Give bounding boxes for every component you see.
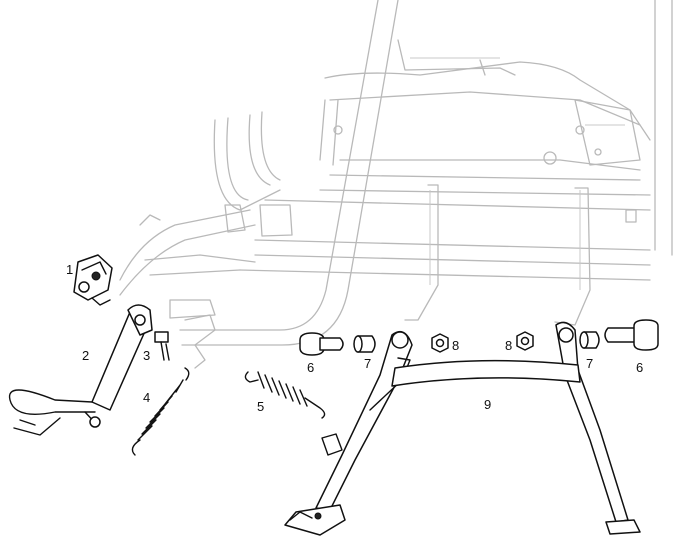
callout-3: 3 [143, 348, 150, 363]
part-3-bolt [154, 331, 170, 361]
frame-ghost-outline [119, 0, 673, 369]
part-7-bushing-right [579, 331, 600, 349]
part-2-side-stand [8, 304, 153, 436]
callout-5: 5 [257, 399, 264, 414]
part-4-spring [131, 367, 190, 456]
callout-2: 2 [82, 348, 89, 363]
part-9-center-stand [284, 321, 641, 536]
part-8-nut-right [516, 331, 534, 351]
part-1-side-stand-switch [73, 254, 113, 306]
callout-8-left: 8 [452, 338, 459, 353]
callout-7-left: 7 [364, 356, 371, 371]
callout-8-right: 8 [505, 338, 512, 353]
callout-1: 1 [66, 262, 73, 277]
part-5-spring [244, 371, 326, 419]
part-6-flange-bolt-left [299, 332, 344, 356]
part-8-nut-left [431, 333, 449, 353]
part-7-bushing-left [353, 335, 376, 353]
callout-9: 9 [484, 397, 491, 412]
callout-6-left: 6 [307, 360, 314, 375]
callout-6-right: 6 [636, 360, 643, 375]
callout-4: 4 [143, 390, 150, 405]
callout-7-right: 7 [586, 356, 593, 371]
part-6-flange-bolt-right [604, 319, 659, 351]
